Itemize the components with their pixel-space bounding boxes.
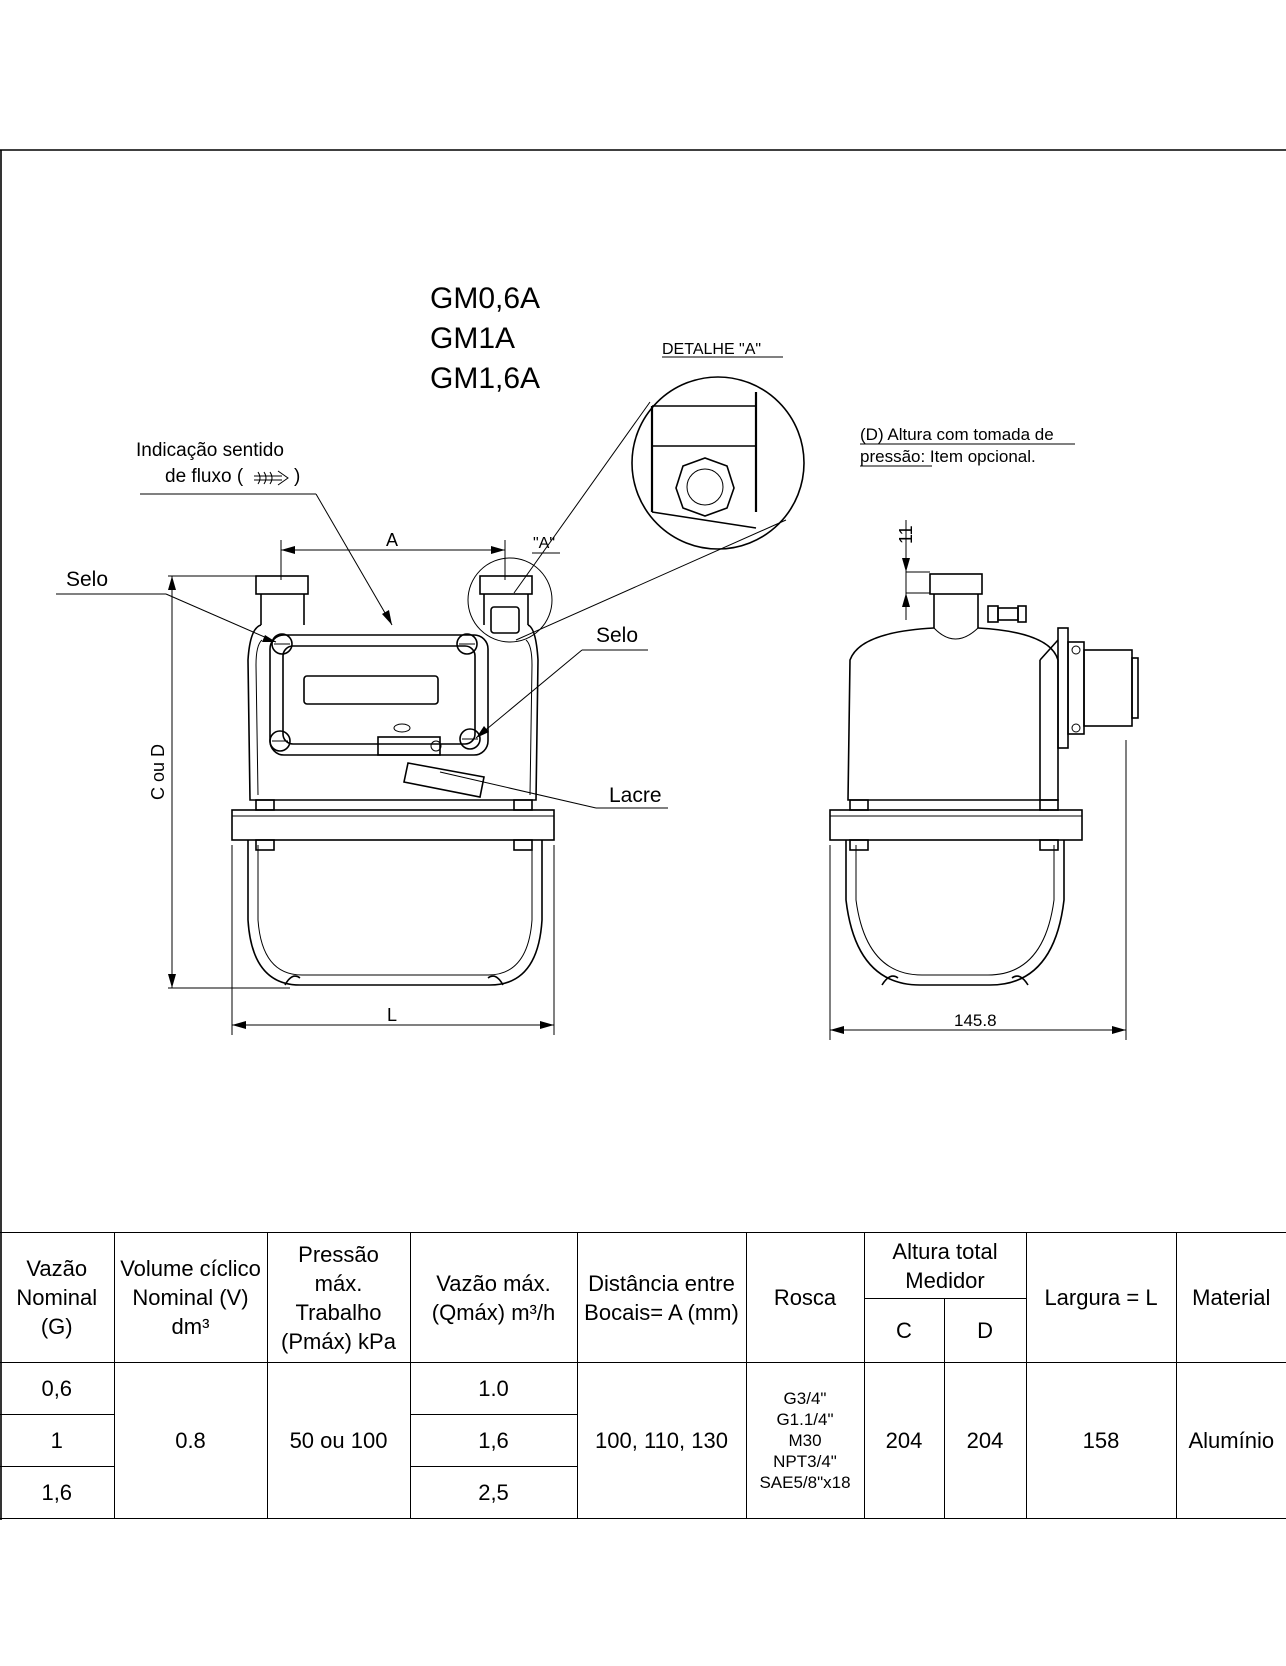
model-title-2: GM1A bbox=[430, 322, 515, 355]
side-view: (D) Altura com tomada de pressão: Item o… bbox=[829, 425, 1139, 1040]
header-largura: Largura = L bbox=[1025, 1232, 1177, 1363]
cell-qmax: 1,6 bbox=[409, 1414, 578, 1467]
cell-volume: 0.8 bbox=[113, 1362, 268, 1519]
cell-material: Alumínio bbox=[1175, 1362, 1286, 1519]
header-vazao-max: Vazão máx. (Qmáx) m³/h bbox=[409, 1232, 578, 1363]
note-optional: Item opcional. bbox=[925, 447, 1036, 466]
detail-a-title: DETALHE "A" bbox=[662, 341, 761, 358]
cell-distancia: 100, 110, 130 bbox=[576, 1362, 747, 1519]
dim-eleven-label: 11 bbox=[896, 525, 916, 544]
dim-a-label: A bbox=[386, 530, 398, 550]
detail-a-ref: "A" bbox=[533, 535, 555, 552]
spec-table: Vazão Nominal (G) Volume cíclico Nominal… bbox=[0, 1232, 1286, 1519]
header-altura-c: C bbox=[863, 1298, 945, 1363]
header-altura: Altura total Medidor bbox=[863, 1232, 1027, 1299]
dim-length-label: L bbox=[387, 1005, 397, 1025]
model-title-1: GM0,6A bbox=[430, 282, 540, 315]
header-material: Material bbox=[1175, 1232, 1286, 1363]
cell-largura: 158 bbox=[1025, 1362, 1177, 1519]
seal-right-label: Selo bbox=[596, 624, 638, 647]
table-row: 0,6 0.8 50 ou 100 1.0 100, 110, 130 G3/4… bbox=[0, 1362, 1286, 1519]
header-rosca: Rosca bbox=[745, 1232, 865, 1363]
cell-qmax: 2,5 bbox=[409, 1466, 578, 1519]
cell-rosca: G3/4" G1.1/4" M30 NPT3/4" SAE5/8"x18 bbox=[745, 1362, 865, 1519]
cell-qmax: 1.0 bbox=[409, 1362, 578, 1415]
seal-left-label: Selo bbox=[66, 568, 108, 591]
cell-g: 1 bbox=[0, 1414, 115, 1467]
flow-label-line1: Indicação sentido bbox=[136, 440, 284, 461]
dim-width-label: 145.8 bbox=[954, 1011, 997, 1030]
note-line1: (D) Altura com tomada de bbox=[860, 425, 1054, 444]
header-pressao: Pressão máx. Trabalho (Pmáx) kPa bbox=[266, 1232, 411, 1363]
cell-c: 204 bbox=[863, 1362, 945, 1519]
header-vazao-nominal: Vazão Nominal (G) bbox=[0, 1232, 115, 1363]
model-title-3: GM1,6A bbox=[430, 362, 540, 395]
cell-g: 0,6 bbox=[0, 1362, 115, 1415]
flow-label-line2: de fluxo ( bbox=[165, 466, 244, 487]
table-row: 1,6 2,5 bbox=[0, 1466, 1286, 1519]
header-distancia: Distância entre Bocais= A (mm) bbox=[576, 1232, 747, 1363]
dim-height-label: C ou D bbox=[148, 744, 168, 800]
cell-g: 1,6 bbox=[0, 1466, 115, 1519]
lacre-label: Lacre bbox=[609, 784, 662, 807]
header-volume: Volume cíclico Nominal (V) dm³ bbox=[113, 1232, 268, 1363]
cell-d: 204 bbox=[943, 1362, 1027, 1519]
flow-arrow-icon bbox=[254, 470, 289, 486]
detail-a: DETALHE "A" bbox=[631, 341, 805, 550]
header-altura-d: D bbox=[943, 1298, 1027, 1363]
note-pressao: pressão: bbox=[860, 447, 925, 466]
note-line2: pressão: Item opcional. bbox=[860, 447, 1036, 466]
table-row: 1 1,6 bbox=[0, 1414, 1286, 1467]
cell-pressao: 50 ou 100 bbox=[266, 1362, 411, 1519]
flow-label-end: ) bbox=[294, 466, 300, 487]
front-view bbox=[231, 575, 555, 986]
